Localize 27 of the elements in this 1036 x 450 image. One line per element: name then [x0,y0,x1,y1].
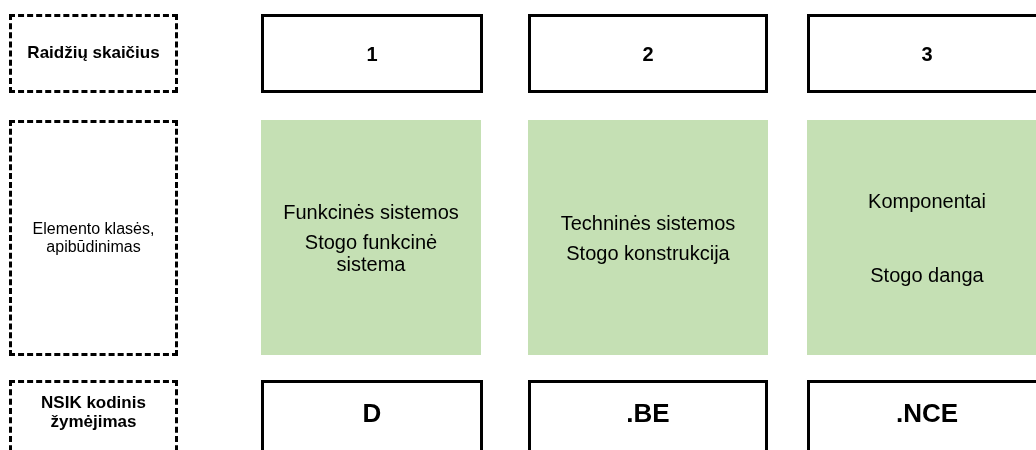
class-box [528,120,768,355]
value-box [528,380,768,450]
label-box [9,380,178,450]
box-description: Stogo funkcinė sistema [303,230,439,275]
value-box [261,380,483,450]
box-label: Elemento klasės, apibūdinimas [31,220,156,256]
class-box [261,120,481,355]
box-label: NSIK kodinis žymėjimas [40,394,147,432]
box-label: 2 [642,42,654,65]
value-box [528,14,768,93]
value-box [261,14,483,93]
box-label: Techninės sistemos [559,211,737,234]
box-label: Komponentai [867,189,987,212]
value-box [807,380,1036,450]
label-box [9,14,178,93]
box-description: Stogo konstrukcija [565,241,731,264]
box-label: .BE [626,398,670,428]
box-label: Funkcinės sistemos [282,200,460,223]
label-box [9,120,178,356]
box-label: D [362,398,382,428]
box-label: Raidžių skaičius [26,44,161,63]
box-description: Stogo danga [869,263,985,286]
box-label: 1 [366,42,378,65]
box-label: .NCE [895,398,959,428]
class-box [807,120,1036,355]
box-label: 3 [921,42,933,65]
value-box [807,14,1036,93]
